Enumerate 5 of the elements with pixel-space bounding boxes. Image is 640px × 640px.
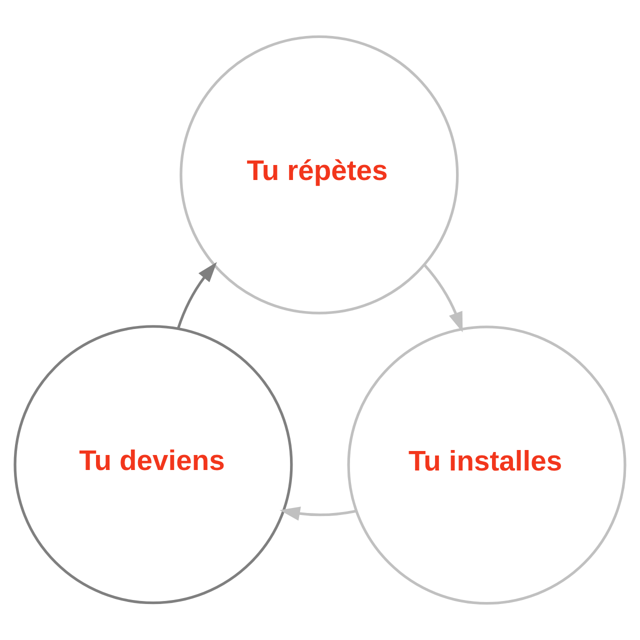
arrow: [176, 262, 217, 329]
arrow: [280, 506, 356, 521]
node-circle: Tu deviens: [14, 325, 293, 604]
arrow: [424, 264, 463, 332]
node-circle: Tu installes: [347, 326, 626, 605]
